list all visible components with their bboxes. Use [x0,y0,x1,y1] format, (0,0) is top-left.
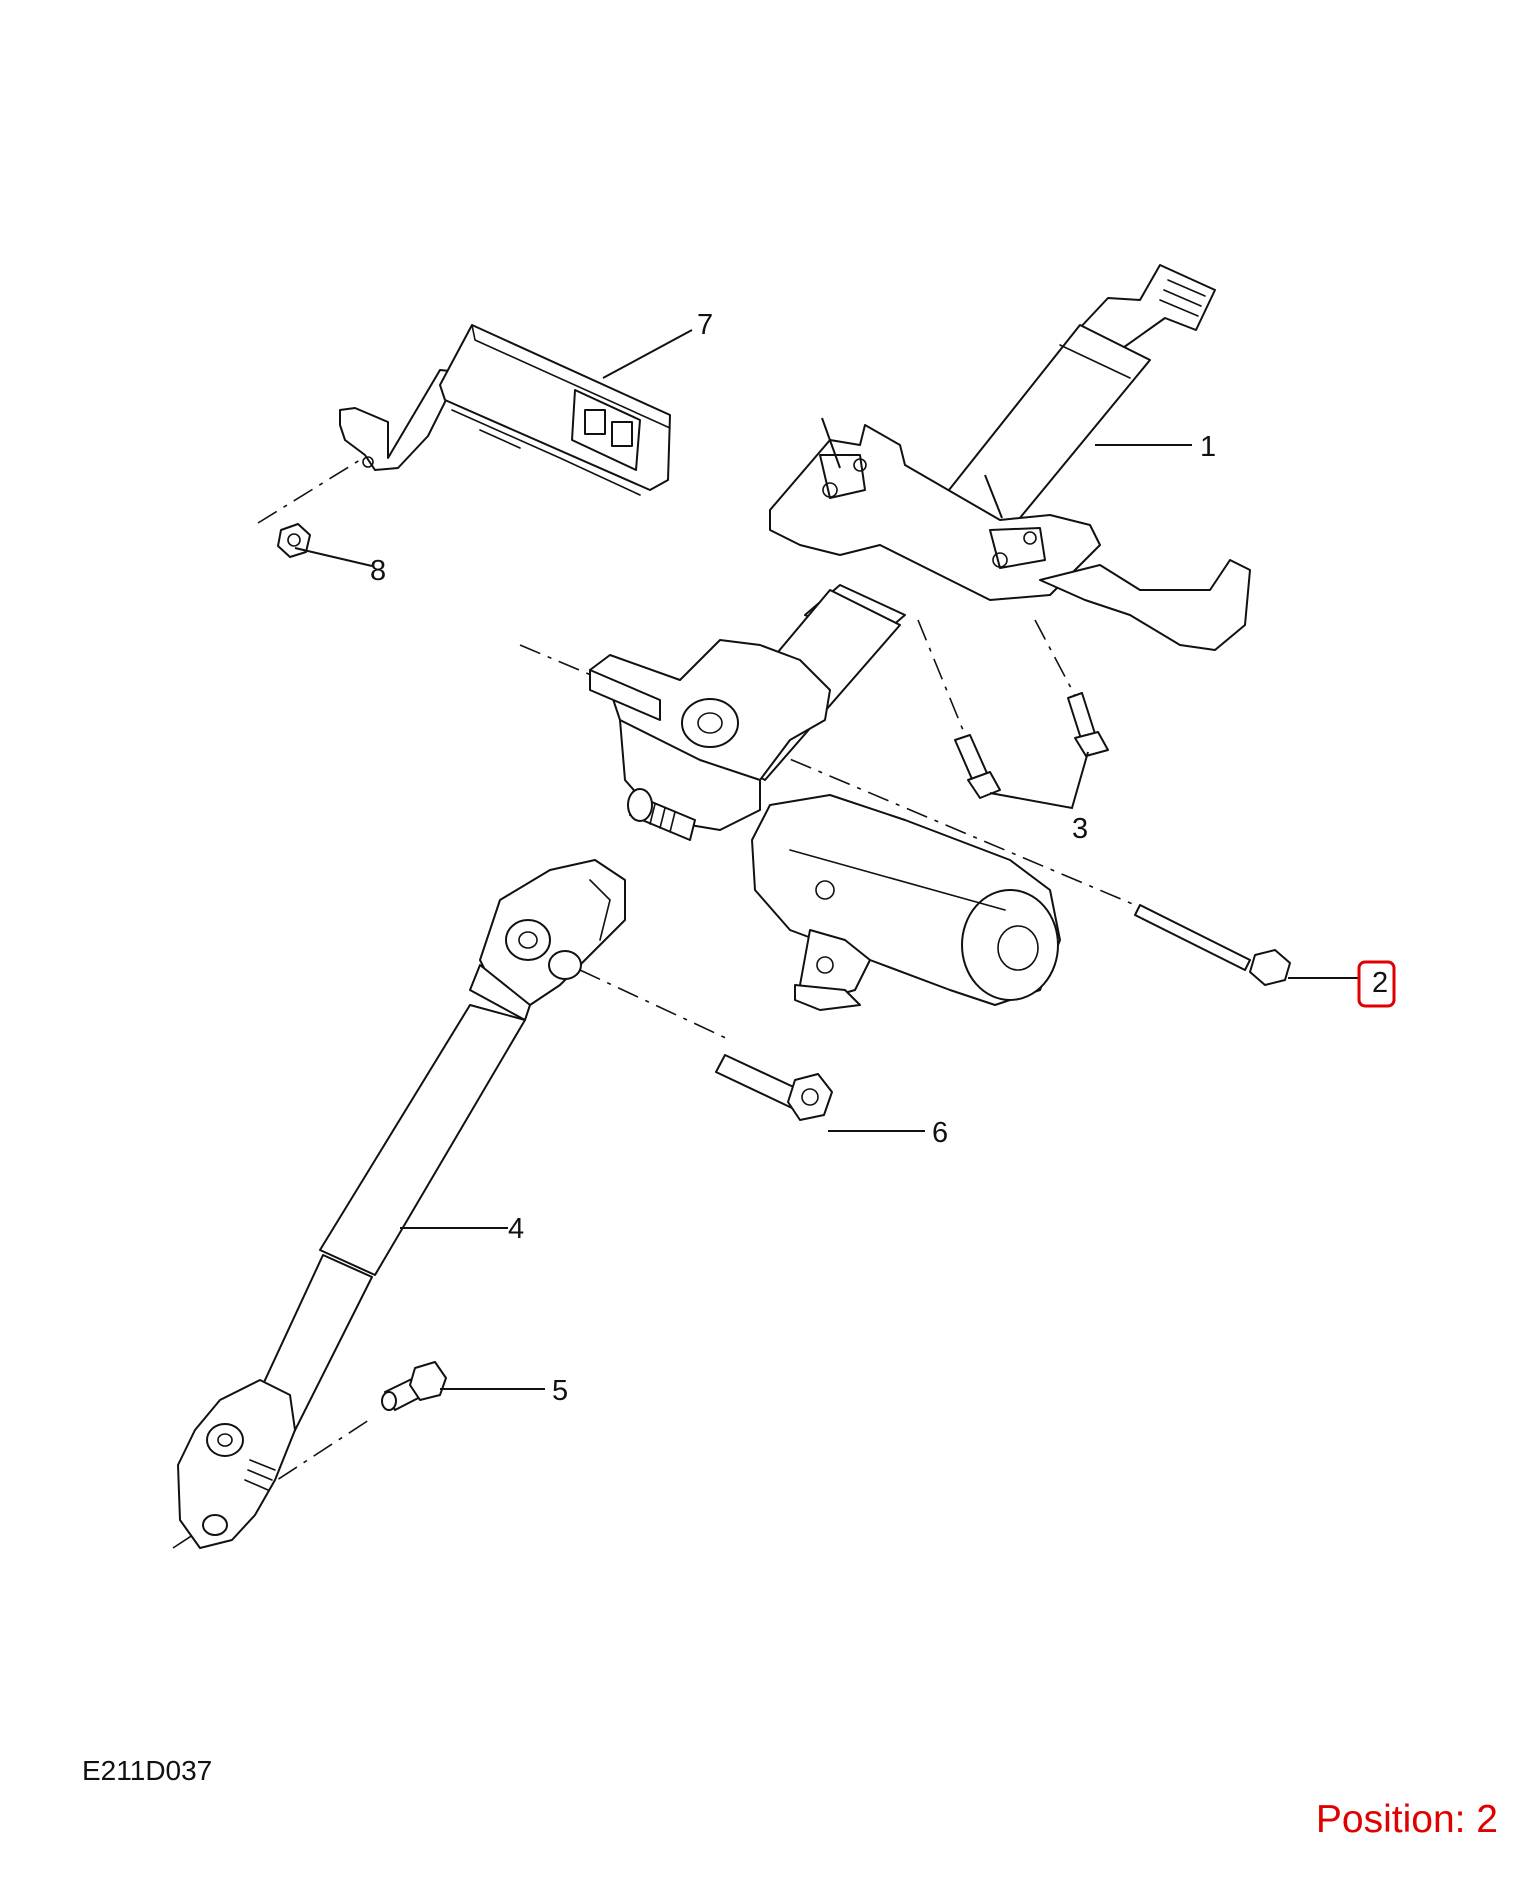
callout-7[interactable]: 7 [697,309,713,341]
selected-callout-highlight [1357,960,1396,1008]
callout-2[interactable]: 2 [1372,967,1388,999]
callout-8[interactable]: 8 [370,555,386,587]
callout-5[interactable]: 5 [552,1375,568,1407]
long-bolt[interactable] [1134,904,1360,986]
callout-3[interactable]: 3 [1072,813,1088,845]
column-bolts[interactable] [954,692,1109,810]
module-nut[interactable] [277,523,311,558]
callout-labels: 1 2 3 4 5 6 7 8 [370,309,1388,1407]
callout-6[interactable]: 6 [932,1117,948,1149]
leader-lines [294,329,1192,567]
steering-column[interactable] [589,264,1251,1011]
joint-bolt[interactable] [381,1361,545,1411]
control-module[interactable] [339,324,671,496]
intermediate-shaft[interactable] [177,859,626,1549]
position-label: Position: 2 [1315,1798,1498,1841]
shaft-bolt[interactable] [715,1054,925,1132]
callout-1[interactable]: 1 [1200,431,1216,463]
callout-4[interactable]: 4 [508,1213,524,1245]
alignment-lines [172,459,1136,1549]
diagram-code: E211D037 [82,1755,213,1786]
